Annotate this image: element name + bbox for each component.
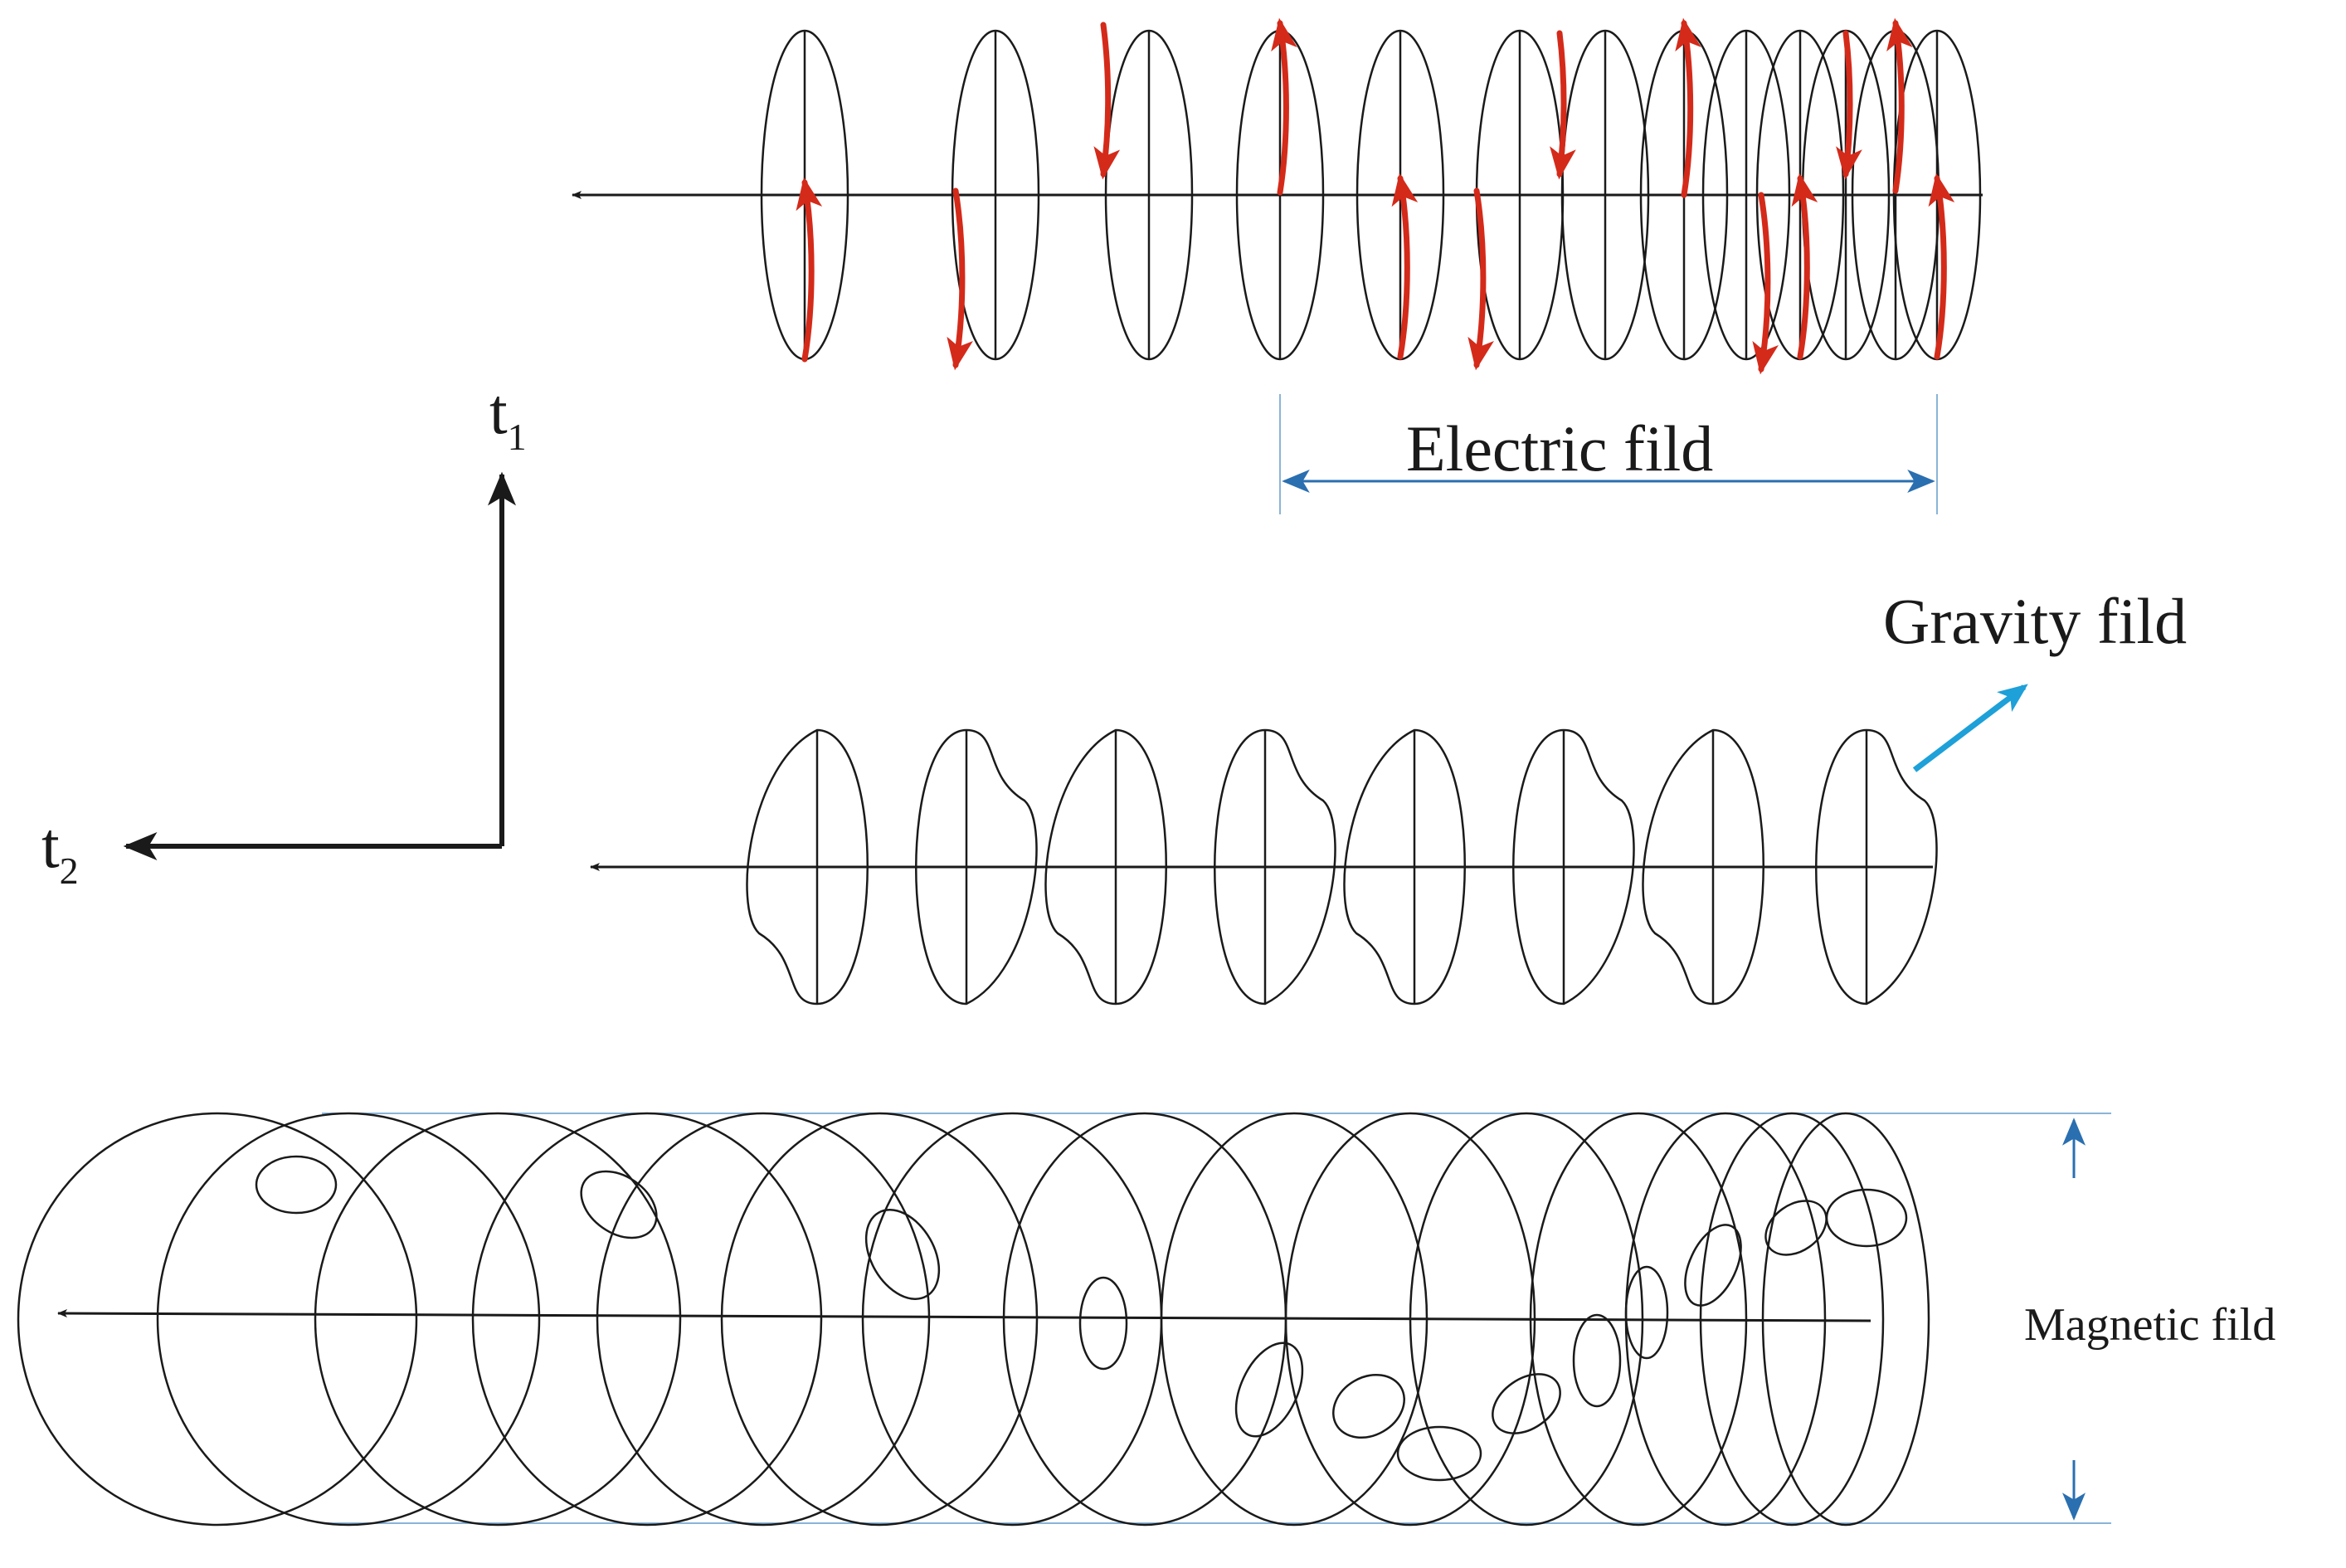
rotation-arrow (1391, 173, 1419, 360)
time-axes: t1 t2 (41, 375, 527, 892)
magnetic-circle (1160, 1112, 1429, 1527)
gravity-shape (746, 728, 869, 1006)
rotation-arrow (1752, 192, 1779, 375)
magnetic-circle (1761, 1112, 1930, 1527)
rotation-arrow (947, 187, 973, 371)
electric-ellipse (1701, 29, 1791, 361)
electric-field-row: Electric fild (572, 17, 1983, 514)
gravity-shape (1214, 728, 1336, 1006)
gravity-shape (915, 728, 1038, 1006)
rotation-arrow (1271, 17, 1297, 196)
magnetic-field-row: Magnetic fild (17, 1112, 2275, 1527)
orbiting-ellipse (1396, 1425, 1482, 1482)
rotation-arrow (1836, 30, 1862, 180)
magnetic-circle (1409, 1112, 1644, 1527)
orbiting-ellipse (1624, 1265, 1669, 1360)
orbiting-ellipse (1684, 1224, 1742, 1307)
orbiting-ellipse (1764, 1200, 1828, 1256)
orbiting-ellipse (1825, 1188, 1908, 1248)
rotation-arrow (1467, 187, 1494, 371)
magnetic-field-label: Magnetic fild (2024, 1299, 2275, 1351)
magnetic-circle (156, 1112, 541, 1527)
orbiting-ellipse (255, 1155, 338, 1215)
t2-axis-label: t2 (41, 809, 79, 892)
magnetic-circle (1284, 1112, 1536, 1527)
orbiting-ellipse (1332, 1374, 1405, 1439)
orbiting-ellipse (1234, 1342, 1304, 1438)
rotation-arrow (1928, 173, 1955, 360)
gravity-field-row: Gravity fild (590, 585, 2187, 1006)
rotation-arrow (1886, 17, 1913, 194)
electric-ellipse (1104, 29, 1194, 361)
gravity-shape (1512, 728, 1635, 1006)
gravity-shape (1815, 728, 1938, 1006)
rotation-arrow (1093, 22, 1121, 180)
magnetic-circle (861, 1112, 1163, 1527)
electric-ellipse (1560, 29, 1650, 361)
magnetic-circle (596, 1112, 931, 1527)
rotation-arrow (1791, 173, 1818, 360)
magnetic-axis-arrow (57, 1309, 1871, 1322)
electric-ellipse (951, 29, 1040, 361)
orbiting-ellipse (580, 1170, 658, 1239)
t1-axis-label: t1 (489, 375, 527, 458)
magnetic-circle (720, 1112, 1039, 1527)
orbiting-ellipse (1572, 1313, 1622, 1408)
gravity-shape (1044, 728, 1167, 1006)
magnetic-circle (17, 1112, 418, 1527)
gravity-shape (1642, 728, 1764, 1006)
rotation-arrow (796, 177, 823, 363)
orbiting-ellipse (1078, 1276, 1128, 1371)
electric-field-label: Electric fild (1406, 412, 1713, 485)
magnetic-circle (471, 1112, 823, 1527)
gravity-field-label: Gravity fild (1883, 585, 2187, 657)
magnetic-circle (1699, 1112, 1885, 1527)
orbiting-ellipse (1492, 1373, 1561, 1434)
gravity-shape (1343, 728, 1466, 1006)
rotation-arrow (1550, 30, 1576, 180)
orbiting-ellipse (864, 1209, 941, 1300)
rotation-arrow (1675, 17, 1701, 198)
magnetic-circle (314, 1112, 682, 1527)
gravity-direction-arrow (1912, 684, 2028, 772)
magnetic-circle (1529, 1112, 1748, 1527)
